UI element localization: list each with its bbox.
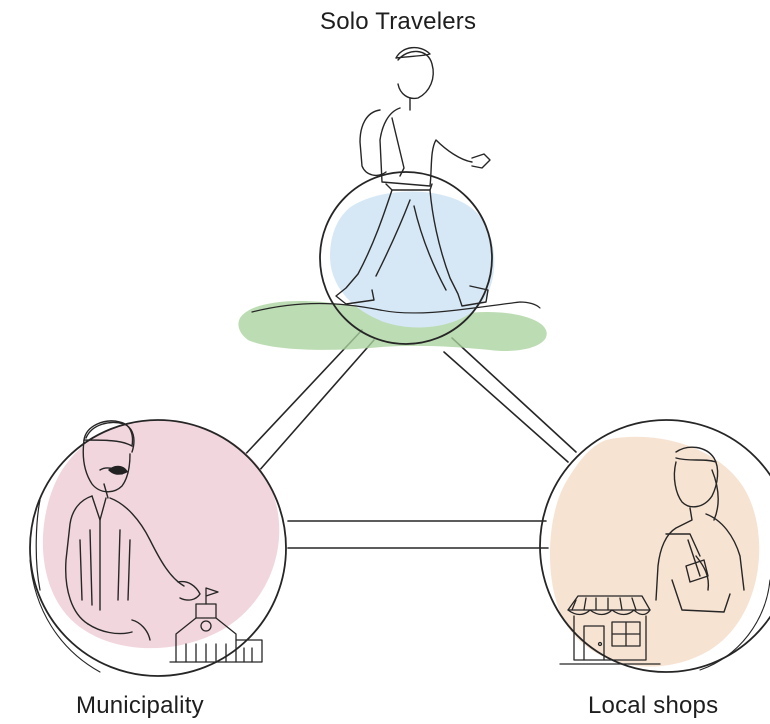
solo-travelers-node	[238, 47, 547, 352]
municipality-circle	[29, 419, 287, 677]
travelers-fill	[330, 191, 495, 328]
local-shops-label: Local shops	[588, 692, 719, 719]
connector-top-left	[239, 329, 375, 473]
town-hall-icon	[169, 587, 263, 663]
sketch-arc-left	[29, 559, 101, 673]
local-shops-node	[539, 419, 770, 673]
solo-travelers-label: Solo Travelers	[320, 8, 477, 35]
municipality-fill	[42, 420, 280, 649]
local-shops-circle	[539, 419, 770, 673]
mustache	[108, 465, 128, 475]
connector-top-right	[443, 337, 577, 463]
travelers-circle	[319, 171, 493, 345]
shopkeeper-figure	[655, 446, 745, 613]
traveler-figure	[335, 47, 491, 307]
shop-storefront-icon	[559, 595, 661, 665]
sketch-arc-right	[699, 579, 770, 671]
municipality-node	[29, 419, 287, 677]
hair	[83, 420, 134, 448]
local-shops-fill	[549, 436, 760, 667]
municipality-label: Municipality	[76, 692, 204, 719]
municipality-official-figure	[65, 421, 201, 641]
connector-left-right	[287, 520, 549, 549]
